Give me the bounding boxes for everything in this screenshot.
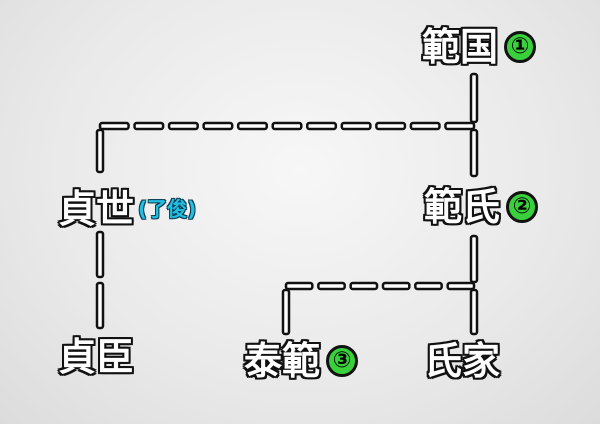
connector-segment <box>409 121 441 131</box>
succession-badge-2: ② <box>506 191 539 223</box>
connector-segment <box>284 281 314 291</box>
succession-badge-1: ① <box>504 31 537 63</box>
node-ujiie: 氏家 <box>423 339 501 383</box>
connector-segment <box>281 288 291 336</box>
connector-segment <box>375 121 407 131</box>
node-noriuji: 範氏 ② <box>423 185 539 229</box>
node-sadaomi: 貞臣 <box>57 335 135 379</box>
connector-segment <box>271 121 303 131</box>
connector-segment <box>95 230 105 279</box>
node-noriuji-name: 範氏 <box>423 185 501 229</box>
connector-segment <box>236 121 268 131</box>
succession-badge-3: ③ <box>326 345 359 377</box>
connector-segment <box>306 121 338 131</box>
connector-segment <box>95 128 105 174</box>
connector-segment <box>469 234 479 284</box>
connector-segment <box>133 121 165 131</box>
connector-segment <box>469 72 479 124</box>
connector-segment <box>95 281 105 330</box>
connector-segment <box>381 281 411 291</box>
node-ujiie-name: 氏家 <box>423 339 501 383</box>
node-sadayo-name: 貞世 <box>57 187 135 231</box>
node-sadayo-alias: (了俊) <box>138 197 197 221</box>
connector-segment <box>167 121 199 131</box>
connector-segment <box>446 281 476 291</box>
connector-segment <box>469 288 479 336</box>
node-sadaomi-name: 貞臣 <box>57 335 135 379</box>
node-norikuni: 範国 ① <box>421 25 537 69</box>
connector-segment <box>349 281 379 291</box>
node-yasunori: 泰範 ③ <box>243 339 359 383</box>
connector-segment <box>444 121 476 131</box>
connector-segment <box>202 121 234 131</box>
connector-segment <box>469 128 479 178</box>
node-yasunori-name: 泰範 <box>243 339 321 383</box>
node-norikuni-name: 範国 <box>421 25 499 69</box>
connector-segment <box>317 281 346 291</box>
connector-segment <box>98 121 130 131</box>
connector-segment <box>414 281 443 291</box>
node-sadayo: 貞世 (了俊) <box>57 187 197 231</box>
connector-segment <box>340 121 372 131</box>
